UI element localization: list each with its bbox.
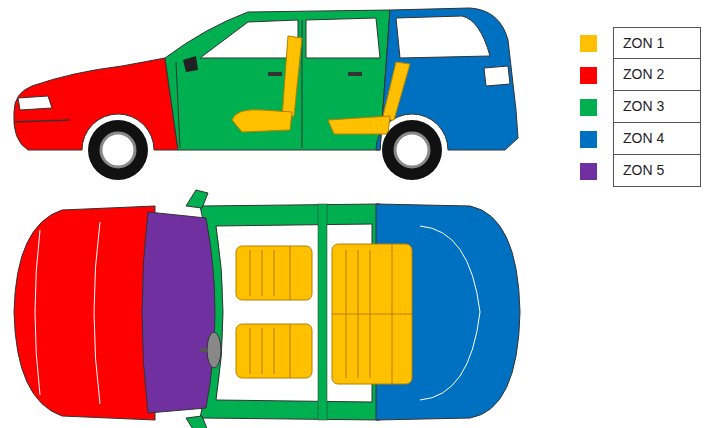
legend-row: ZON 3 [578,91,704,123]
legend-swatch [580,99,597,116]
bumper-line [14,120,70,122]
tail-light [484,66,510,86]
steering-column [200,348,207,352]
legend-row: ZON 2 [578,59,704,91]
front-seat-cushion [232,110,292,132]
dashboard-zone [142,212,215,413]
front-zone [14,206,155,420]
legend-swatch [580,131,597,148]
legend-row: ZON 4 [578,123,704,155]
rear-door-window [306,18,380,58]
hood-line [35,222,100,404]
door-line [176,20,302,148]
legend-swatch [580,163,597,180]
side-view [14,8,518,180]
cabin-zone [165,10,390,150]
top-view [14,190,520,428]
quarter-window [396,16,490,58]
legend-label: ZON 2 [613,59,701,91]
legend-swatch [580,67,597,84]
front-window [200,20,298,58]
wheel-rim [395,133,429,167]
seat-detail [250,246,290,378]
rear-seat-cushion [328,116,390,134]
seat-detail [332,244,412,384]
legend-label: ZON 4 [613,123,701,155]
rear-bench [332,244,412,384]
legend: ZON 1ZON 2ZON 3ZON 4ZON 5 [578,27,704,187]
door-handle [268,72,282,76]
wheel [88,120,148,180]
side-mirror [183,56,198,72]
legend-label: ZON 1 [613,27,701,59]
legend-row: ZON 1 [578,27,704,59]
legend-row: ZON 5 [578,155,704,187]
legend-swatch [580,35,597,52]
wheel [382,120,442,180]
steering-wheel [207,332,221,368]
door-handle [348,72,362,76]
side-mirror [186,190,208,208]
trunk-line [420,226,480,400]
wheel-rim [101,133,135,167]
legend-label: ZON 5 [613,155,701,187]
headlight [18,96,52,110]
rear-seat-back [382,62,410,120]
front-seat-back [282,36,302,118]
side-mirror [186,416,208,428]
legend-label: ZON 3 [613,91,701,123]
b-pillar [318,204,327,420]
